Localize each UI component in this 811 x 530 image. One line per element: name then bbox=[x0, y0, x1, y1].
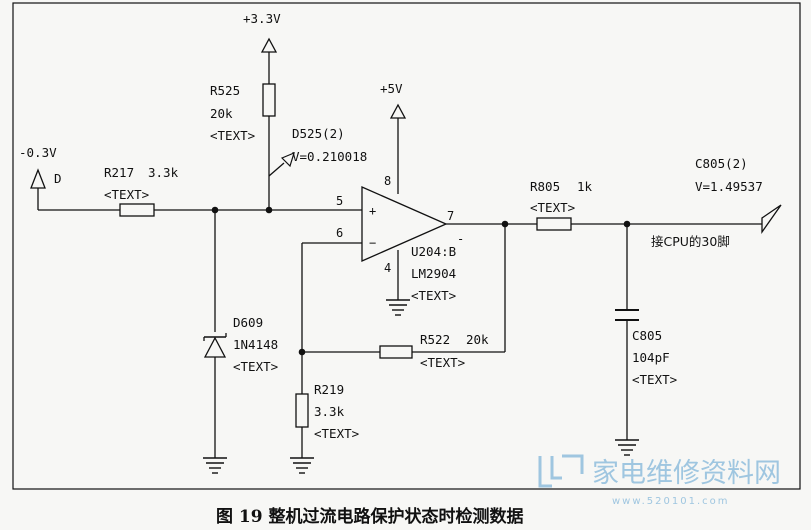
r805-value: 1k bbox=[577, 179, 593, 194]
d609-value: 1N4148 bbox=[233, 337, 278, 352]
input-voltage-label: -0.3V bbox=[19, 145, 57, 160]
r219-resistor-icon bbox=[295, 393, 309, 428]
watermark-title: 家电维修资料网 bbox=[592, 458, 781, 489]
ground-opamp-icon bbox=[386, 299, 410, 316]
d525-probe-reading: V=0.210018 bbox=[292, 149, 367, 164]
opamp-pin8: 8 bbox=[384, 174, 391, 188]
d609-diode-icon bbox=[203, 333, 227, 358]
r217-resistor-icon bbox=[119, 203, 155, 217]
opamp-dash-mark: - bbox=[457, 232, 464, 246]
v33-power-arrow-icon bbox=[260, 37, 278, 53]
r805-resistor-icon bbox=[536, 217, 572, 231]
diagram-frame bbox=[12, 2, 801, 490]
u204-field: <TEXT> bbox=[411, 288, 456, 303]
v5-power-arrow-icon bbox=[389, 103, 407, 119]
v33-label: +3.3V bbox=[243, 11, 281, 26]
r219-value: 3.3k bbox=[314, 404, 345, 419]
c805-probe-reading: V=1.49537 bbox=[695, 179, 763, 194]
input-probe-arrow-icon bbox=[30, 168, 46, 189]
c805-value: 104pF bbox=[632, 350, 670, 365]
r525-field: <TEXT> bbox=[210, 128, 255, 143]
opamp-minus-sign: − bbox=[369, 236, 376, 250]
wires bbox=[37, 52, 762, 458]
opamp-plus-sign: + bbox=[369, 204, 376, 218]
watermark-url: www.520101.com bbox=[612, 496, 730, 507]
cpu-note: 接CPU的30脚 bbox=[651, 234, 730, 249]
r805-ref: R805 bbox=[530, 179, 560, 194]
r217-value: 3.3k bbox=[148, 165, 179, 180]
u204-value: LM2904 bbox=[411, 266, 456, 281]
r522-value: 20k bbox=[466, 332, 489, 347]
r525-ref: R525 bbox=[210, 83, 240, 98]
r219-field: <TEXT> bbox=[314, 426, 359, 441]
u204-ref: U204:B bbox=[411, 244, 456, 259]
opamp-pin4: 4 bbox=[384, 261, 391, 275]
opamp-pin5: 5 bbox=[336, 194, 343, 208]
c805-field: <TEXT> bbox=[632, 372, 677, 387]
d609-field: <TEXT> bbox=[233, 359, 278, 374]
ground-c805-icon bbox=[615, 439, 639, 456]
r522-ref: R522 bbox=[420, 332, 450, 347]
output-probe-arrow-icon bbox=[761, 204, 782, 235]
r525-resistor-icon bbox=[262, 83, 276, 117]
r805-field: <TEXT> bbox=[530, 200, 575, 215]
r217-ref: R217 bbox=[104, 165, 134, 180]
d609-ref: D609 bbox=[233, 315, 263, 330]
d525-probe-ref: D525(2) bbox=[292, 126, 345, 141]
r522-field: <TEXT> bbox=[420, 355, 465, 370]
c805-ref: C805 bbox=[632, 328, 662, 343]
figure-caption: 图 19 整机过流电路保护状态时检测数据 bbox=[216, 506, 524, 527]
c805-probe-ref: C805(2) bbox=[695, 156, 748, 171]
input-net-label: D bbox=[54, 171, 62, 186]
opamp-pin7: 7 bbox=[447, 209, 454, 223]
ground-r219-icon bbox=[290, 457, 314, 474]
junctions bbox=[211, 206, 631, 356]
v5-label: +5V bbox=[380, 81, 403, 96]
r219-ref: R219 bbox=[314, 382, 344, 397]
r522-resistor-icon bbox=[379, 345, 413, 359]
d525-probe-arrow-icon bbox=[268, 151, 295, 177]
r525-value: 20k bbox=[210, 106, 233, 121]
opamp-pin6: 6 bbox=[336, 226, 343, 240]
watermark-logo-icon bbox=[538, 454, 584, 488]
c805-capacitor-icon bbox=[615, 309, 639, 321]
opamp-triangle-icon bbox=[361, 186, 448, 262]
r217-field: <TEXT> bbox=[104, 187, 149, 202]
ground-d609-icon bbox=[203, 457, 227, 474]
